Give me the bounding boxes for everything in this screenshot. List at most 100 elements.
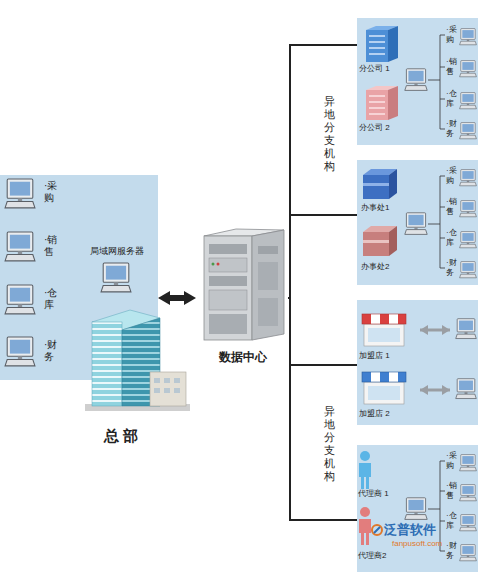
store-icons [362,314,450,404]
branch-office-buildings-part [369,96,385,114]
hq-building-part [174,378,180,383]
branch-computers-part [460,232,477,248]
node-label: ·仓库 [446,511,462,531]
branch-computers-part [405,213,427,235]
server-cabinet-part [258,298,278,326]
store-icons-part [364,324,404,346]
connector [288,215,357,298]
hq-building-part [164,388,170,393]
branch-heading: 异地分支机构 [324,95,336,173]
connector [288,45,357,298]
branch-computers-part [460,455,477,471]
node-label: ·销售 [446,197,462,217]
hq-building-part [150,372,186,406]
node-label: 分公司 1 [359,64,390,74]
node-label: ·采购 [446,25,462,45]
server-cabinet-part [209,258,247,272]
branch-computers-part [460,485,477,501]
agent-figures-part [360,507,370,517]
store-icons-part [389,314,398,324]
hq-building-part [154,388,160,393]
store-icons-part [368,328,400,342]
hq-computers-part [5,337,35,366]
node-label: ·采购 [446,451,462,471]
branch-computers-part [460,93,477,109]
node-label: ·仓库 [446,89,462,109]
office-boxes-part [363,232,389,256]
office-boxes-part [363,240,389,243]
server-cabinet-part [258,246,278,254]
office-boxes-part [363,183,389,186]
hq-building-part [122,318,160,406]
store-icons-part [362,372,371,382]
branch-computers-part [456,379,477,399]
office-boxes-part [389,169,397,199]
node-label: ·财务 [44,339,66,363]
department-brackets-part [428,461,445,551]
node-label: ·采购 [446,166,462,186]
server-cabinet-part [204,236,252,340]
branch-office-buildings-part [388,86,398,120]
node-label: 办事处2 [361,262,389,272]
branch-computers-part [460,123,477,139]
branch-computers-part [460,515,477,531]
store-icons-part [362,314,406,324]
branch-computers-part [460,201,477,217]
store-icons-part [380,372,389,382]
agent-figures-part [359,463,371,489]
branch-computers [405,29,477,561]
branch-computers-part [405,498,427,520]
node-label: ·销售 [44,234,66,258]
office-boxes-part [363,175,389,199]
hq-computers-part [5,232,35,261]
node-label: ·仓库 [44,287,66,311]
agent-figures [359,451,371,545]
node-label: ·销售 [446,57,462,77]
node-label: 分公司 2 [359,123,390,133]
department-brackets-part [428,35,445,129]
node-label: 数据中心 [219,350,267,364]
branch-office-buildings-part [388,26,398,62]
watermark-logo [372,525,382,535]
node-label: 代理商2 [358,551,386,561]
store-icons-part [398,372,406,382]
branch-computers-part [460,61,477,77]
node-label: 加盟店 2 [359,409,390,419]
store-icons-part [371,314,380,324]
agent-figures-part [359,519,371,545]
branch-computers-part [460,29,477,45]
branch-computers-part [460,170,477,186]
store-icons-part [398,314,406,324]
hq-computers-part [5,179,35,208]
branch-computers-part [460,262,477,278]
server-cabinet-part [217,263,220,266]
store-icons-part [420,329,450,332]
branch-heading: 异地分支机构 [324,405,336,483]
branch-computers-part [405,69,427,91]
server-cabinet-part [209,314,247,334]
node-label: ·采购 [44,180,66,204]
store-icons-part [362,372,406,382]
server-cabinet-part [209,276,247,286]
hq-building-part [164,378,170,383]
server-cabinet-part [258,262,278,290]
watermark: 泛普软件 [384,522,436,537]
store-icons-part [362,314,371,324]
node-label: ·财务 [446,258,462,278]
department-brackets-part [428,176,445,268]
connector [288,298,357,365]
store-icons-part [389,372,398,382]
store-icons-part [371,372,380,382]
hq-building-part [92,322,122,406]
hq-building-part [174,388,180,393]
node-label: ·财务 [446,119,462,139]
node-label: 总 部 [104,427,138,444]
server-cabinet-part [212,263,215,266]
branch-office-buildings-part [366,30,388,62]
agent-figures-part [360,451,370,461]
store-icons-part [364,382,404,404]
